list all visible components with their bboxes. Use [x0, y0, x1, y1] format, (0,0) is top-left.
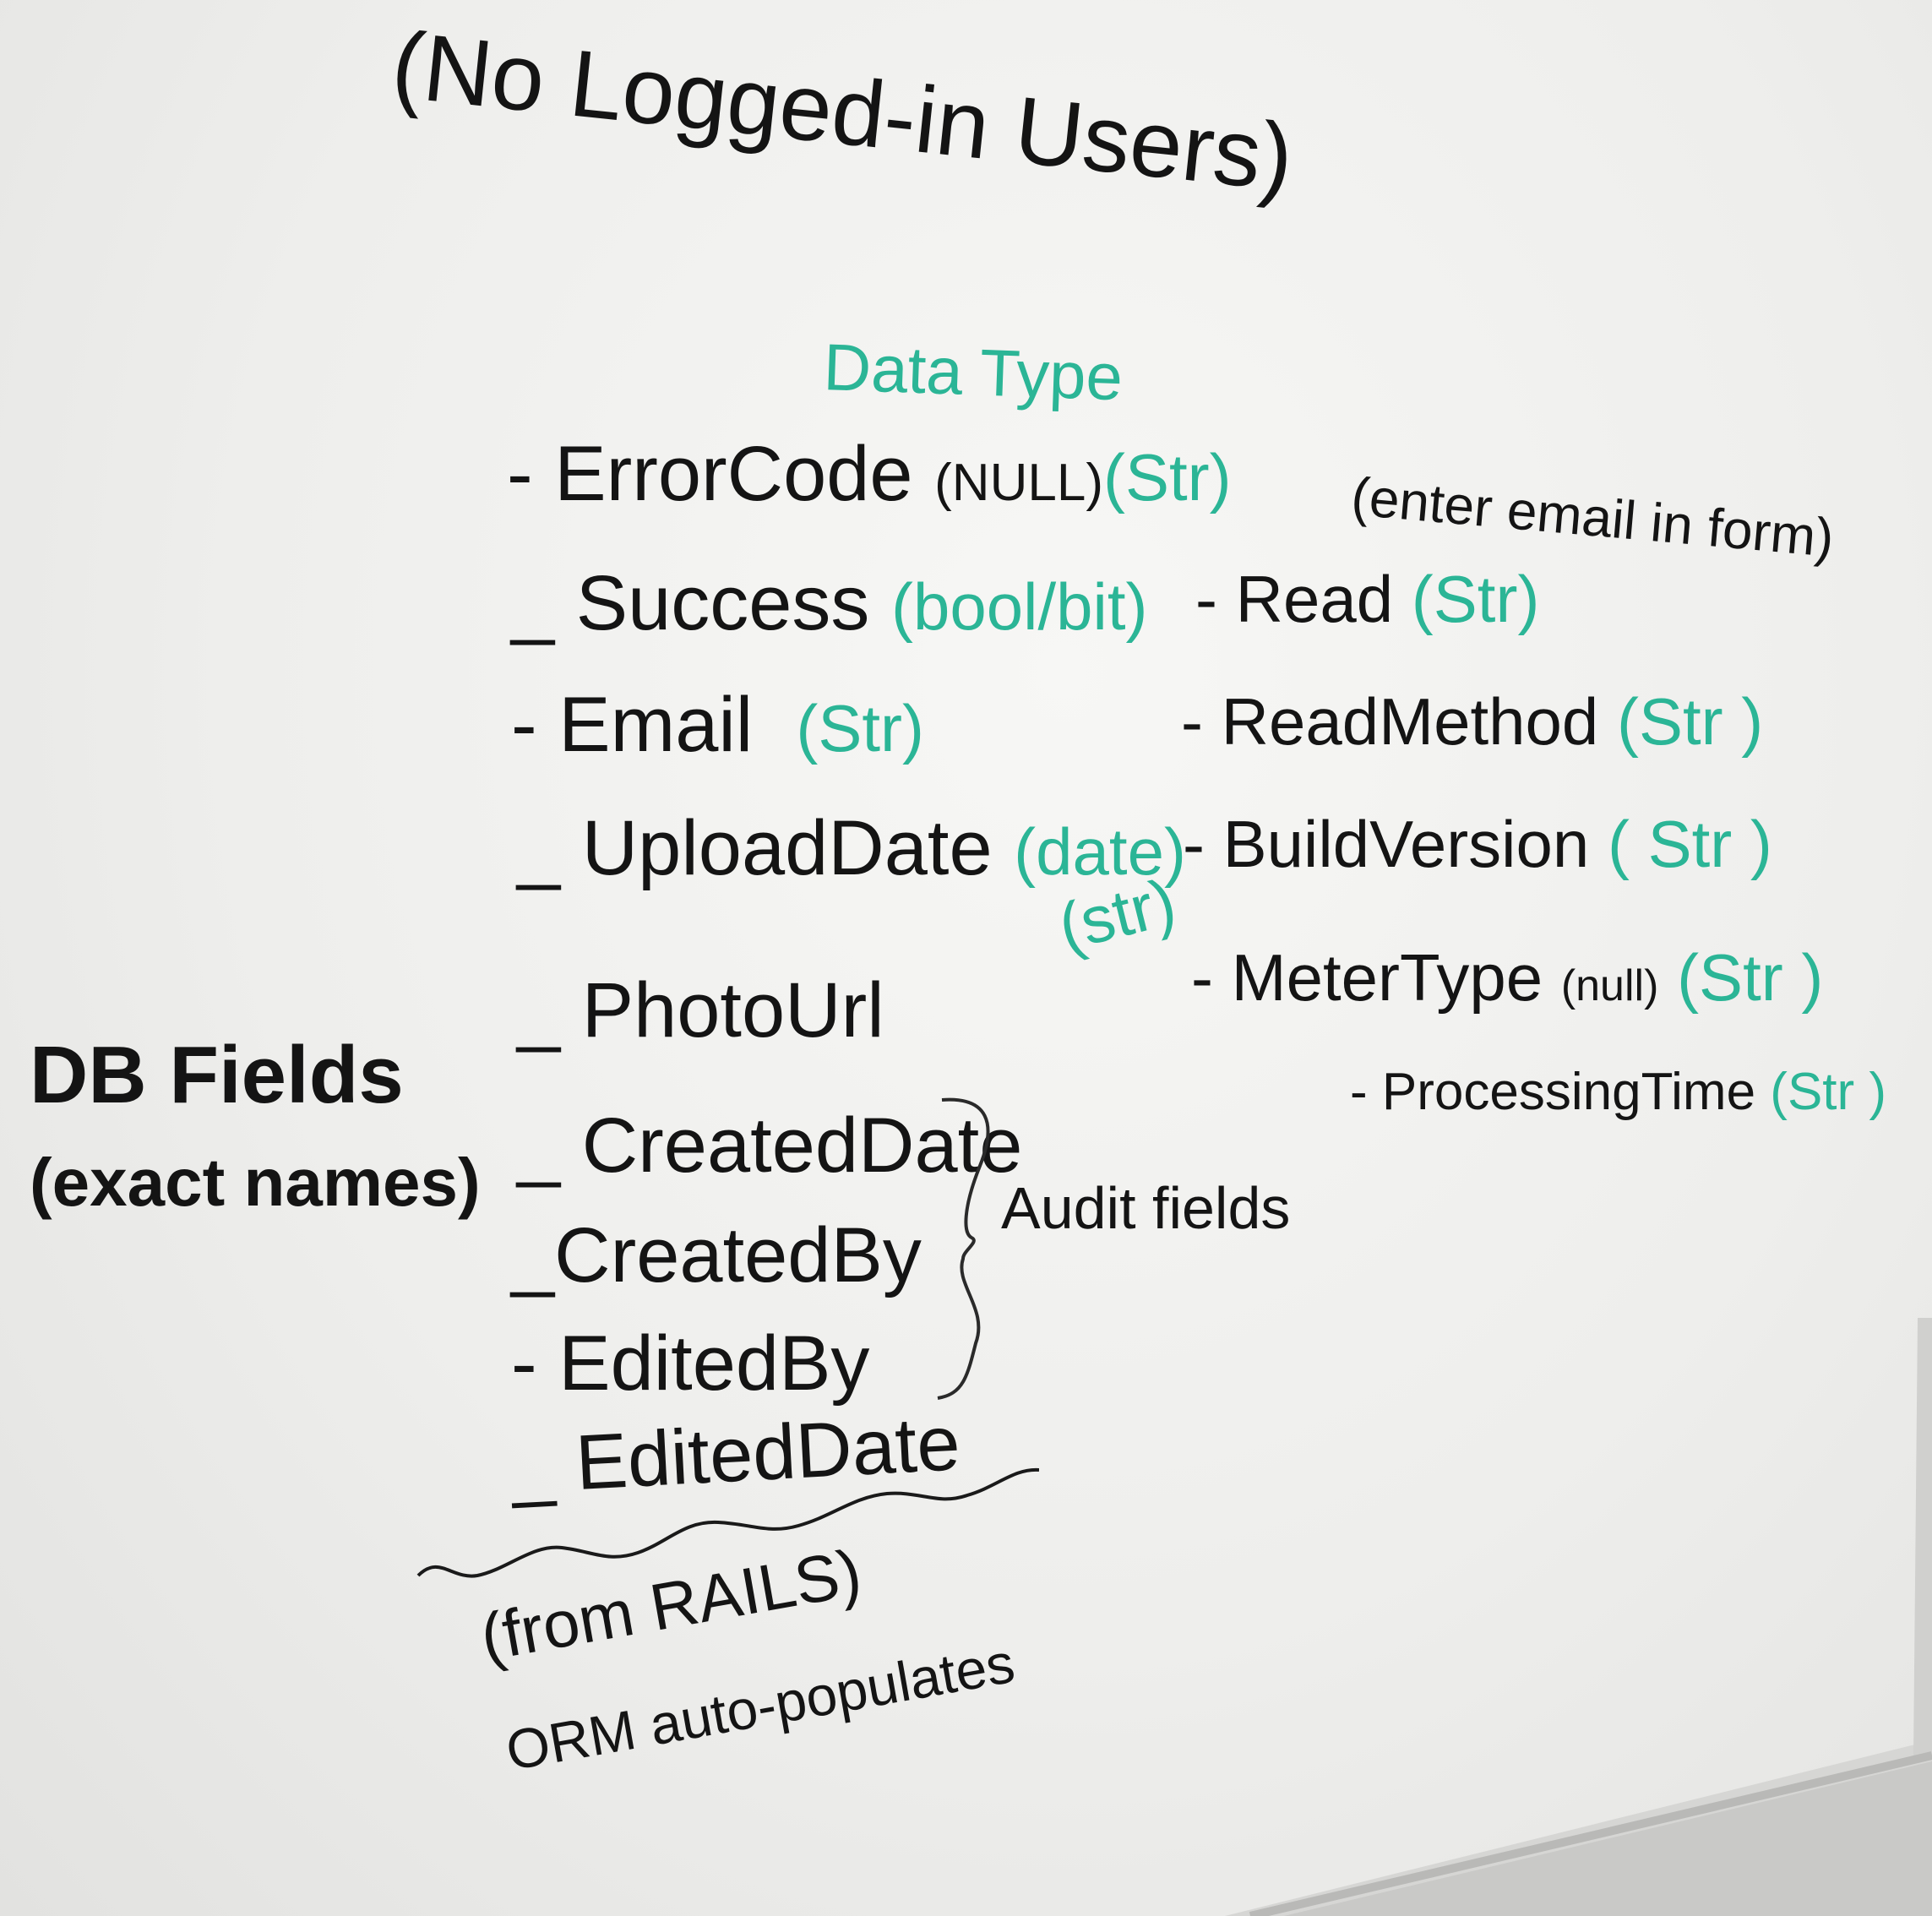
field-name: PhotoUrl — [581, 967, 884, 1053]
field-type: (bool/bit) — [891, 569, 1148, 644]
audit-brace — [937, 1097, 990, 1400]
audit-fields-label: Audit fields — [1001, 1175, 1291, 1241]
field-type: (Str) — [796, 691, 924, 765]
field-row-error-code: - ErrorCode (NULL)(Str) — [507, 431, 1232, 517]
audit-field-created-date: _ CreatedDate — [517, 1102, 1023, 1189]
wavy-divider — [416, 1467, 1039, 1578]
field-row-processing-time: - ProcessingTime (Str ) — [1350, 1063, 1887, 1121]
field-extra: (NULL) — [934, 454, 1103, 512]
audit-field-edited-by: - EditedBy — [511, 1320, 870, 1407]
db-fields-sublabel: (exact names) — [30, 1145, 481, 1220]
field-row-photo-url: _ PhotoUrl — [517, 967, 884, 1053]
field-row-meter-type: - MeterType (null) (Str ) — [1191, 940, 1824, 1015]
field-type: (Str ) — [1770, 1063, 1887, 1121]
field-name: MeterType — [1231, 940, 1543, 1015]
field-name: ReadMethod — [1221, 684, 1599, 759]
field-type: (Str) — [1102, 440, 1232, 514]
field-type: (Str ) — [1677, 940, 1824, 1015]
field-type: (Str) — [1411, 562, 1540, 636]
field-row-read-method: - ReadMethod (Str ) — [1181, 684, 1764, 759]
field-row-email: - Email (Str) — [511, 682, 924, 768]
field-row-upload-date: _ UploadDate (date) — [517, 805, 1186, 891]
data-type-heading: Data Type — [822, 329, 1124, 415]
field-name: UploadDate — [581, 805, 993, 891]
field-name: ProcessingTime — [1381, 1063, 1756, 1121]
field-name: Read — [1235, 562, 1394, 636]
field-name: ErrorCode — [554, 431, 913, 517]
field-row-build-version: - BuildVersion ( Str ) — [1183, 807, 1772, 881]
audit-field-created-by: _CreatedBy — [511, 1212, 922, 1298]
field-type: (Str ) — [1616, 684, 1764, 759]
field-row-read: - Read (Str) — [1195, 562, 1540, 636]
field-type: ( Str ) — [1607, 807, 1772, 881]
field-name: Email — [558, 682, 754, 768]
field-name: BuildVersion — [1222, 807, 1590, 881]
field-name: CreatedBy — [554, 1212, 922, 1298]
field-name: CreatedDate — [581, 1102, 1023, 1189]
db-fields-label: DB Fields — [30, 1030, 404, 1120]
field-name: EditedBy — [558, 1320, 870, 1407]
field-name: Success — [575, 560, 870, 646]
field-type: (date) — [1014, 814, 1186, 889]
field-extra: (null) — [1560, 961, 1659, 1010]
field-row-success: _ Success (bool/bit) — [511, 560, 1148, 646]
